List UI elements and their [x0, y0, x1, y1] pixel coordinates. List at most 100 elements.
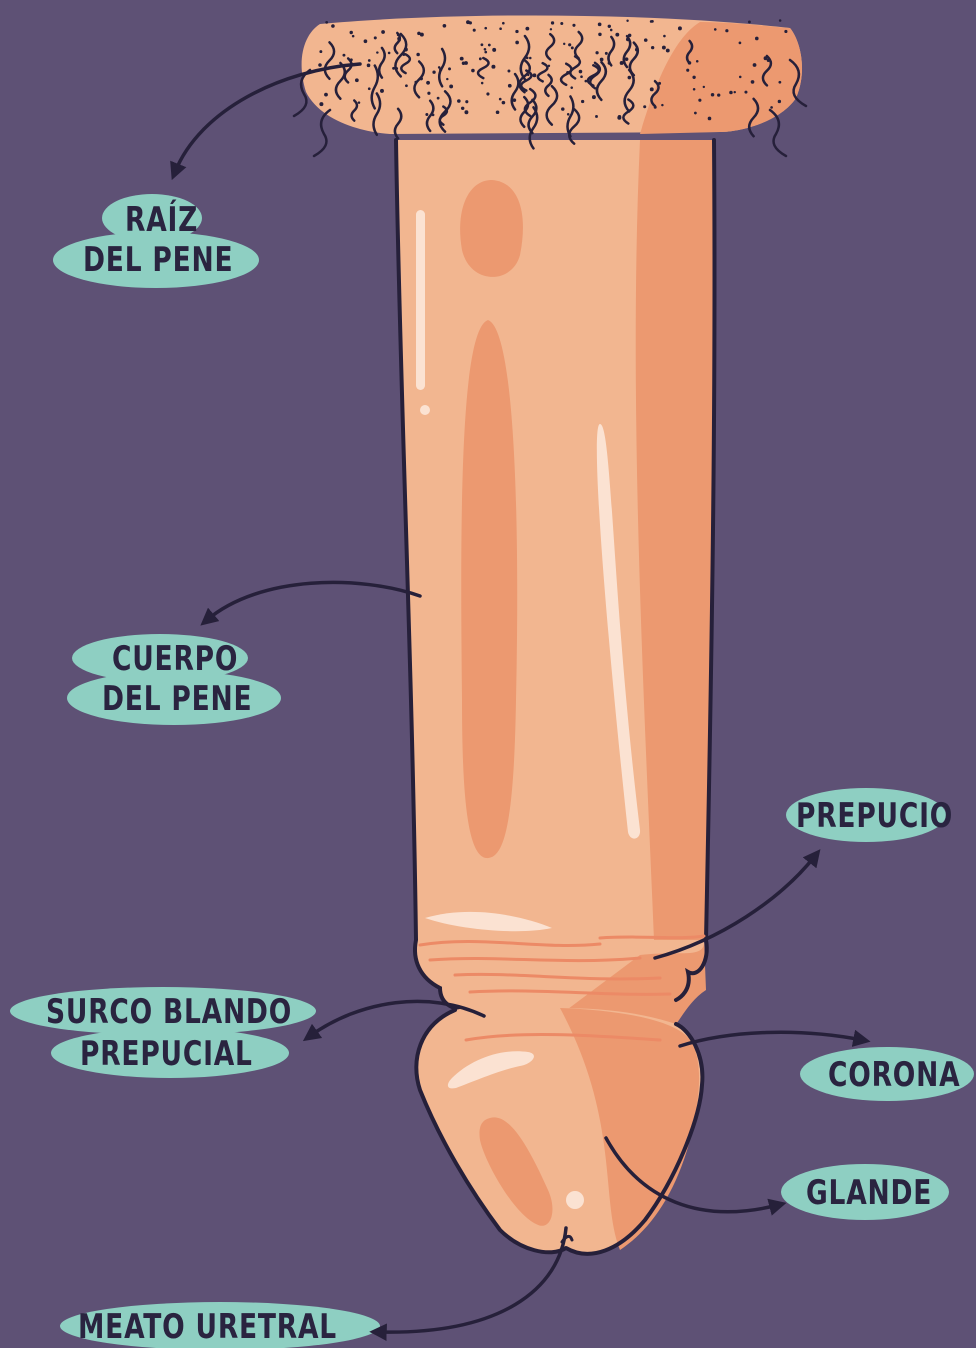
stipple-dot [533, 73, 537, 77]
stipple-dot [446, 78, 448, 80]
stipple-dot [618, 115, 621, 118]
stipple-dot [324, 93, 328, 97]
raiz-label-line1: RAÍZ [125, 203, 198, 237]
stipple-dot [481, 82, 484, 85]
stipple-dot [770, 106, 773, 109]
stipple-dot [755, 37, 759, 41]
stipple-dot [708, 117, 712, 121]
stipple-dot [662, 46, 666, 50]
corona-leader-line [680, 1032, 862, 1046]
stipple-dot [368, 87, 371, 90]
stipple-dot [560, 22, 563, 25]
stipple-dot [404, 47, 408, 51]
cuerpo-leader-line [207, 582, 420, 620]
stipple-dot [666, 49, 670, 53]
stipple-dot [427, 92, 430, 95]
stipple-dot [643, 105, 646, 108]
stipple-dot [751, 80, 755, 84]
stipple-dot [608, 25, 611, 28]
stipple-dot [502, 22, 505, 25]
stipple-dot [491, 65, 495, 69]
stipple-dot [779, 19, 782, 22]
stipple-dot [714, 28, 717, 31]
stipple-dot [625, 57, 629, 61]
stipple-dot [405, 84, 408, 87]
stipple-dot [572, 24, 575, 27]
stipple-dot [628, 34, 631, 37]
stipple-dot [654, 106, 657, 109]
stipple-dot [426, 81, 430, 85]
stipple-dot [350, 31, 353, 34]
stipple-dot [784, 30, 787, 33]
stipple-dot [605, 52, 608, 55]
stipple-dot [358, 101, 361, 104]
stipple-dot [448, 67, 451, 70]
stipple-dot [568, 43, 571, 46]
stipple-dot [502, 101, 506, 105]
stipple-dot [548, 65, 550, 67]
stipple-dot [367, 64, 371, 68]
stipple-dot [496, 110, 500, 114]
stipple-dot [388, 52, 391, 55]
stipple-dot [342, 54, 345, 57]
glande-label: GLANDE [806, 1176, 932, 1210]
stipple-dot [658, 82, 661, 85]
stipple-dot [595, 51, 598, 54]
stipple-dot [551, 21, 554, 24]
surco-label-line2: PREPUCIAL [80, 1037, 253, 1071]
stipple-dot [692, 76, 695, 79]
stipple-dot [567, 113, 570, 116]
stipple-dot [778, 100, 781, 103]
stipple-dot [595, 115, 598, 118]
stipple-dot [318, 63, 322, 67]
stipple-dot [688, 61, 692, 65]
stipple-dot [508, 84, 512, 88]
stipple-dot [693, 88, 696, 91]
stipple-dot [460, 57, 464, 61]
stipple-dot [644, 38, 648, 42]
stipple-dot [703, 86, 705, 88]
stipple-dot [598, 22, 602, 26]
stipple-dot [610, 29, 613, 32]
stipple-dot [550, 28, 552, 30]
stipple-dot [402, 53, 405, 56]
stipple-dot [481, 43, 484, 46]
stipple-dot [650, 87, 654, 91]
stipple-dot [515, 41, 519, 45]
stipple-dot [686, 69, 689, 72]
stipple-dot [698, 99, 701, 102]
raiz-label-line2: DEL PENE [83, 243, 233, 277]
stipple-dot [729, 91, 733, 95]
stipple-dot [364, 39, 368, 43]
stipple-dot [580, 75, 583, 78]
stipple-dot [425, 113, 428, 116]
stipple-dot [711, 93, 714, 96]
stipple-dot [368, 59, 371, 62]
stipple-dot [355, 78, 359, 82]
stipple-dot [352, 35, 355, 38]
stipple-dot [449, 84, 453, 88]
stipple-dot [628, 76, 632, 80]
stipple-dot [764, 56, 768, 60]
stipple-dot [397, 34, 400, 37]
meato-label: MEATO URETRAL [78, 1310, 337, 1344]
stipple-dot [620, 61, 624, 65]
stipple-dot [420, 33, 424, 37]
stipple-dot [484, 27, 487, 30]
stipple-dot [515, 30, 518, 33]
stipple-dot [381, 30, 385, 34]
stipple-dot [469, 21, 472, 24]
stipple-dot [615, 33, 619, 37]
stipple-dot [499, 98, 502, 101]
stipple-dot [561, 107, 564, 110]
stipple-dot [397, 37, 400, 40]
stipple-dot [499, 27, 502, 30]
stipple-dot [432, 113, 435, 116]
pubic-hair-strand [314, 110, 330, 156]
stipple-dot [748, 20, 751, 23]
stipple-dot [380, 89, 384, 93]
corona-label: CORONA [828, 1058, 960, 1092]
stipple-dot [635, 48, 639, 52]
stipple-dot [581, 100, 584, 103]
